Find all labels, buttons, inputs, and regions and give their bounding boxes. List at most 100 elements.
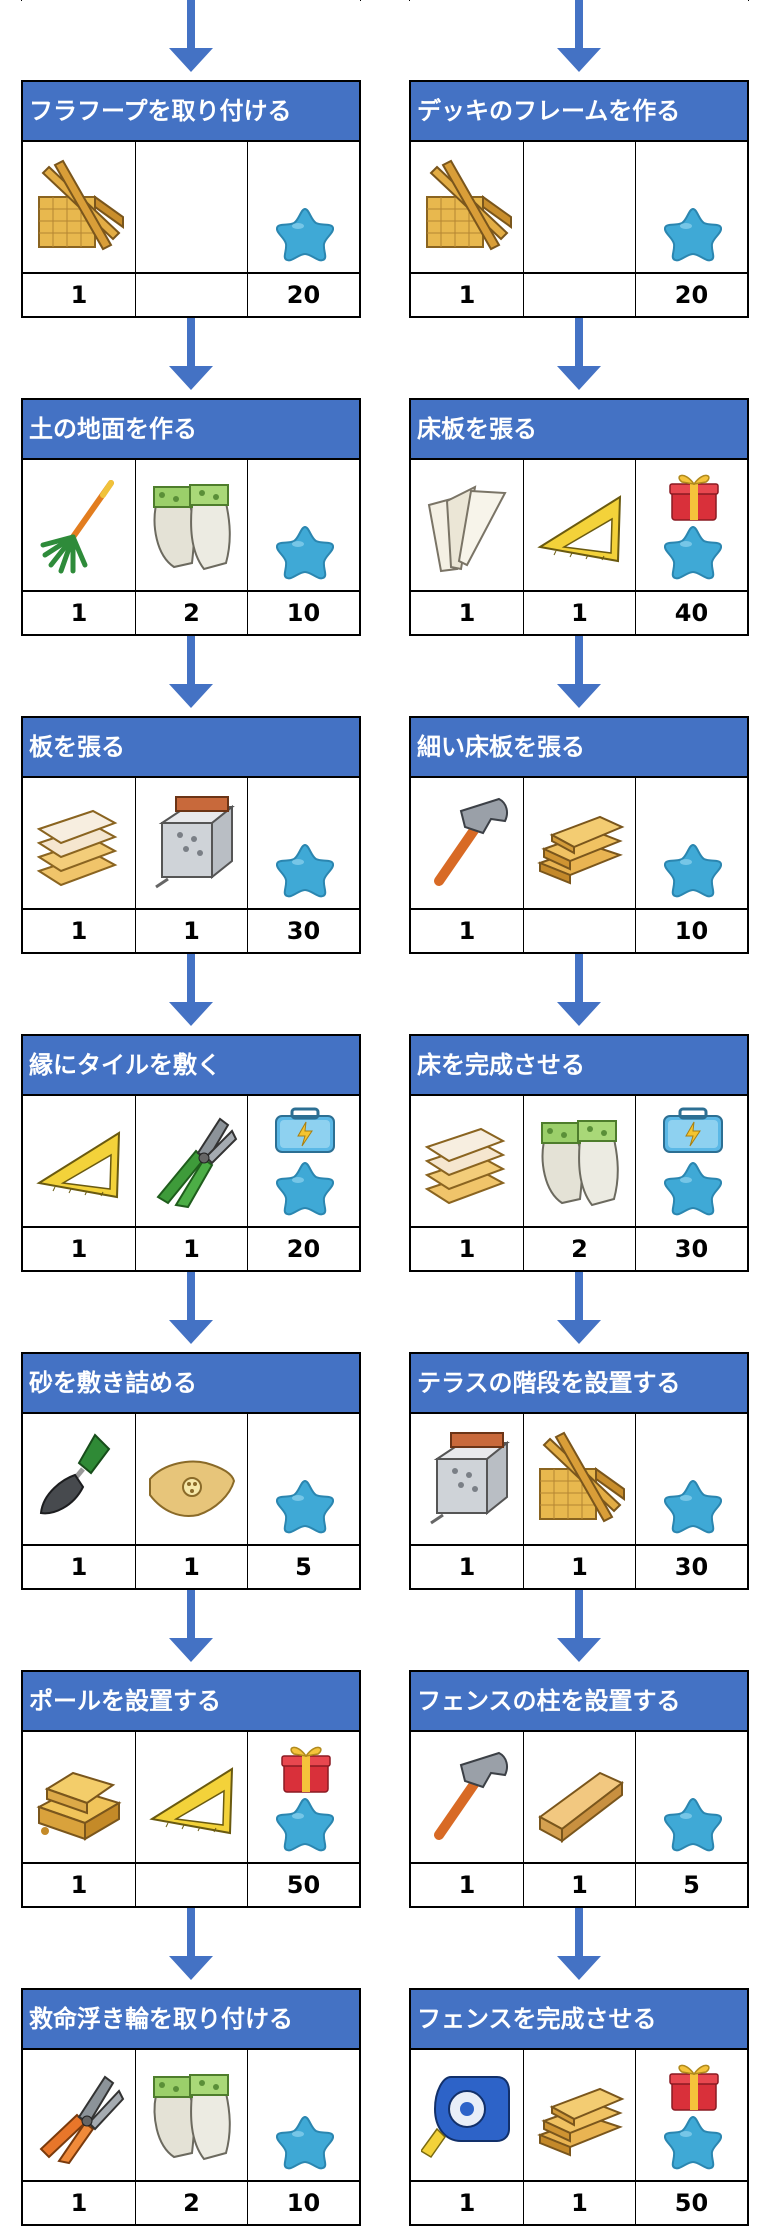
required-item-cell xyxy=(23,1414,135,1544)
task-title: 救命浮き輪を取り付ける xyxy=(23,1990,359,2050)
star-icon xyxy=(664,1160,722,1216)
top-connector-line xyxy=(21,0,361,1)
item-count: 2 xyxy=(523,1228,635,1270)
required-item-cell xyxy=(135,2050,247,2180)
trowel-icon xyxy=(33,1429,125,1529)
set-square-icon xyxy=(534,475,626,575)
item-count xyxy=(135,1864,247,1906)
pliers-orange-icon xyxy=(33,2065,125,2165)
task-title: フェンスの柱を設置する xyxy=(411,1672,747,1732)
down-arrow-icon xyxy=(21,0,361,80)
reward-cell xyxy=(247,778,359,908)
reward-cell xyxy=(247,460,359,590)
reward-count: 20 xyxy=(247,1228,359,1270)
required-item-cell xyxy=(523,460,635,590)
nails-box-icon xyxy=(421,1429,513,1529)
star-icon xyxy=(276,1796,334,1852)
rake-icon xyxy=(33,475,125,575)
task-title: フェンスを完成させる xyxy=(411,1990,747,2050)
task-title: 土の地面を作る xyxy=(23,400,359,460)
down-arrow-icon xyxy=(21,318,361,398)
toolbox-icon xyxy=(272,1106,338,1156)
lumber-icon xyxy=(534,1429,626,1529)
item-count: 1 xyxy=(70,599,88,627)
item-images-row xyxy=(411,1096,747,1228)
star-icon xyxy=(276,206,334,262)
task-title: 細い床板を張る xyxy=(411,718,747,778)
item-count xyxy=(523,910,635,952)
required-item-cell xyxy=(411,1096,523,1226)
item-images-row xyxy=(411,1732,747,1864)
pliers-icon xyxy=(146,1111,238,1211)
item-count: 1 xyxy=(135,1228,247,1270)
required-item-cell xyxy=(411,1414,523,1544)
required-item-cell xyxy=(135,1732,247,1862)
lumber-icon xyxy=(421,157,513,257)
item-images-row xyxy=(23,1732,359,1864)
down-arrow-icon xyxy=(409,1908,749,1988)
down-arrow-icon xyxy=(409,954,749,1034)
required-item-cell xyxy=(135,142,247,272)
reward-count: 10 xyxy=(247,592,359,634)
reward-cell xyxy=(635,460,747,590)
item-count: 1 xyxy=(458,1871,476,1899)
task-title: 砂を敷き詰める xyxy=(23,1354,359,1414)
top-connector-line xyxy=(409,0,749,1)
hammer-icon xyxy=(421,1747,513,1847)
required-item-cell xyxy=(411,142,523,272)
reward-count: 40 xyxy=(635,592,747,634)
planks-icon xyxy=(421,1111,513,1211)
item-count: 1 xyxy=(458,917,476,945)
required-item-cell xyxy=(135,1414,247,1544)
gift-icon xyxy=(666,468,722,524)
reward-cell xyxy=(635,778,747,908)
item-images-row xyxy=(411,142,747,274)
item-images-row xyxy=(23,778,359,910)
task-title: デッキのフレームを作る xyxy=(411,82,747,142)
required-item-cell xyxy=(523,1414,635,1544)
planks-stack-icon xyxy=(534,793,626,893)
required-item-cell xyxy=(23,142,135,272)
star-icon xyxy=(664,2114,722,2170)
sand-bag-icon xyxy=(146,1429,238,1529)
down-arrow-icon xyxy=(21,1272,361,1352)
item-images-row xyxy=(23,460,359,592)
reward-cell xyxy=(635,142,747,272)
item-images-row xyxy=(411,778,747,910)
timber-icon xyxy=(33,1747,125,1847)
lumber-icon xyxy=(33,157,125,257)
beam-icon xyxy=(534,1747,626,1847)
required-item-cell xyxy=(23,778,135,908)
down-arrow-icon xyxy=(21,636,361,716)
item-images-row xyxy=(411,1414,747,1546)
required-item-cell xyxy=(23,1732,135,1862)
gloves-icon xyxy=(146,2065,238,2165)
down-arrow-icon xyxy=(409,636,749,716)
tape-measure-icon xyxy=(421,2065,513,2165)
star-icon xyxy=(276,524,334,580)
item-images-row xyxy=(23,142,359,274)
item-count: 2 xyxy=(135,592,247,634)
item-images-row xyxy=(23,1096,359,1228)
reward-cell xyxy=(247,142,359,272)
required-item-cell xyxy=(411,1732,523,1862)
task-title: フラフープを取り付ける xyxy=(23,82,359,142)
star-icon xyxy=(664,206,722,262)
item-count: 1 xyxy=(70,2189,88,2217)
set-square-icon xyxy=(146,1747,238,1847)
